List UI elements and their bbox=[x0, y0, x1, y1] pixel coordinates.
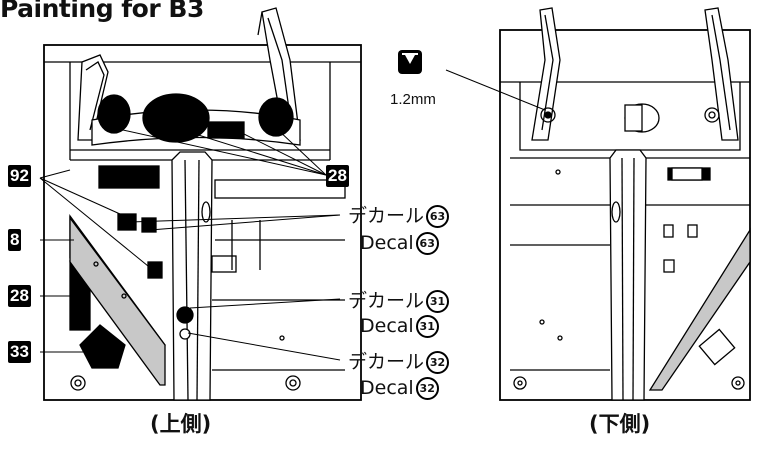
part-badge-33: 33 bbox=[8, 341, 31, 363]
drill-size-label: 1.2mm bbox=[390, 91, 436, 108]
part-badge-28-left: 28 bbox=[8, 285, 31, 307]
page-title: Painting for B3 bbox=[0, 0, 204, 23]
part-badge-28-right: 28 bbox=[326, 165, 349, 187]
caption-bottom-side: (下側) bbox=[589, 412, 651, 436]
leader-lines-left bbox=[39, 127, 341, 361]
drill-leader bbox=[445, 69, 546, 111]
drill-bit-icon bbox=[398, 50, 422, 74]
part-badge-8: 8 bbox=[8, 229, 22, 251]
dash-shape bbox=[97, 94, 131, 134]
left-view-top-side bbox=[43, 7, 362, 401]
right-view-bottom-side bbox=[499, 7, 751, 401]
caption-top-side: (上側) bbox=[150, 412, 212, 436]
part-badge-92: 92 bbox=[8, 165, 31, 187]
